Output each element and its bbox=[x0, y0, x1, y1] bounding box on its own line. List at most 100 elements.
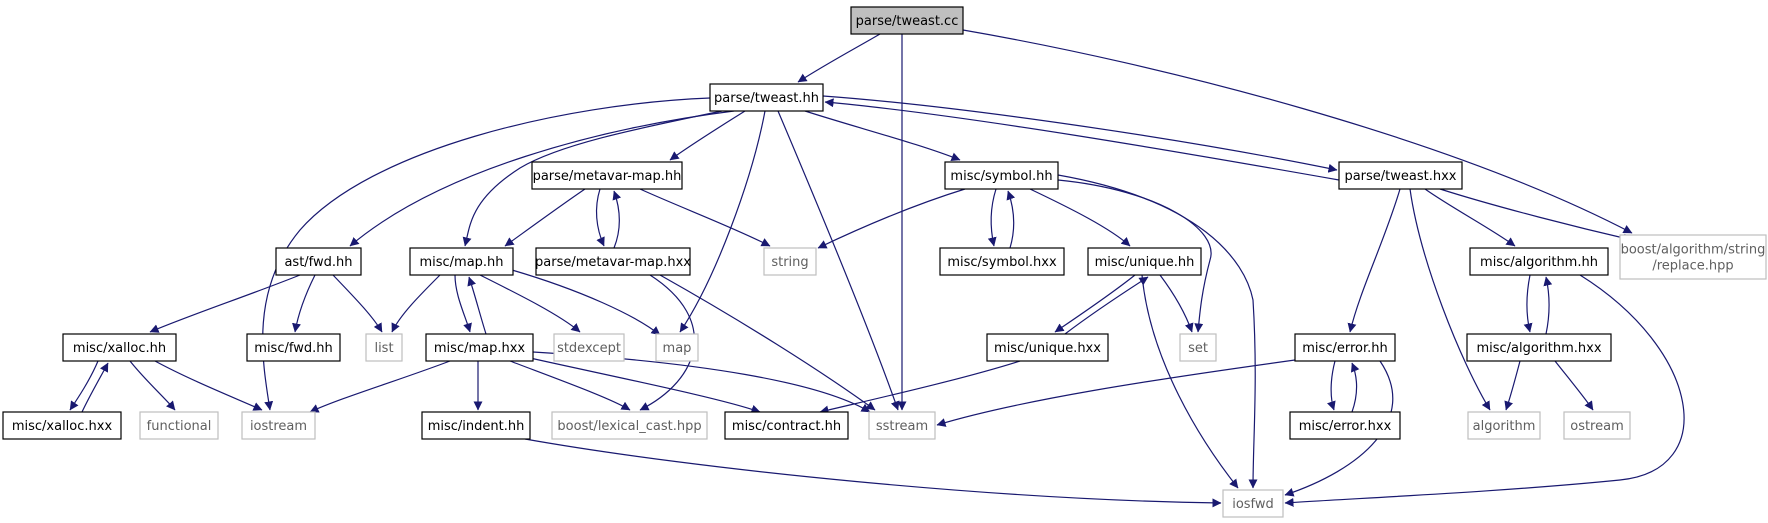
node-label: misc/map.hxx bbox=[434, 341, 526, 356]
node-box bbox=[868, 411, 936, 440]
node-label: stdexcept bbox=[557, 341, 621, 356]
node-label: misc/symbol.hxx bbox=[947, 255, 1057, 270]
node-map[interactable]: map bbox=[655, 333, 699, 362]
edge-metavar-hh-to-string bbox=[639, 188, 771, 247]
node-label: /replace.hpp bbox=[1652, 259, 1733, 274]
node-set[interactable]: set bbox=[1179, 333, 1217, 362]
edge-tweast-hxx-to-algorithm bbox=[1409, 188, 1491, 411]
node-tweast-hh[interactable]: parse/tweast.hh bbox=[709, 83, 824, 112]
node-box bbox=[1563, 411, 1631, 440]
edge-unique-hxx-to-unique-hh bbox=[1064, 276, 1149, 335]
node-box bbox=[2, 411, 122, 440]
node-map-hh[interactable]: misc/map.hh bbox=[409, 247, 514, 276]
edge-unique-hh-to-set bbox=[1159, 274, 1194, 333]
node-label: misc/xalloc.hxx bbox=[12, 419, 113, 434]
node-box bbox=[1467, 411, 1541, 440]
node-box bbox=[409, 247, 514, 276]
node-box bbox=[850, 6, 964, 35]
edge-xalloc-hh-to-xalloc-hxx bbox=[69, 360, 99, 411]
node-error-hh[interactable]: misc/error.hh bbox=[1294, 333, 1396, 362]
edge-algorithm-hh-to-iosfwd bbox=[1284, 274, 1685, 507]
node-ast-fwd[interactable]: ast/fwd.hh bbox=[275, 247, 362, 276]
node-box bbox=[944, 161, 1059, 190]
edge-tweast-hh-to-sstream bbox=[777, 110, 900, 411]
node-sstream[interactable]: sstream bbox=[868, 411, 936, 440]
node-ostream[interactable]: ostream bbox=[1563, 411, 1631, 440]
node-stdexcept[interactable]: stdexcept bbox=[553, 333, 625, 362]
edge-ast-fwd-to-xalloc-hh bbox=[149, 274, 301, 333]
node-unique-hxx[interactable]: misc/unique.hxx bbox=[986, 333, 1109, 362]
node-label: algorithm bbox=[1473, 419, 1536, 434]
node-lexical-cast[interactable]: boost/lexical_cast.hpp bbox=[551, 411, 708, 440]
edge-algorithm-hxx-to-algorithm-hh bbox=[1543, 276, 1553, 335]
node-iosfwd[interactable]: iosfwd bbox=[1222, 489, 1284, 518]
node-box bbox=[986, 333, 1109, 362]
node-symbol-hh[interactable]: misc/symbol.hh bbox=[944, 161, 1059, 190]
node-label: parse/metavar-map.hxx bbox=[535, 255, 691, 270]
node-metavar-hh[interactable]: parse/metavar-map.hh bbox=[531, 161, 683, 190]
node-algorithm[interactable]: algorithm bbox=[1467, 411, 1541, 440]
node-contract-hh[interactable]: misc/contract.hh bbox=[724, 411, 849, 440]
edge-symbol-hxx-to-symbol-hh bbox=[1006, 190, 1016, 249]
node-algorithm-hh[interactable]: misc/algorithm.hh bbox=[1469, 247, 1609, 276]
edge-metavar-hh-to-metavar-hxx bbox=[595, 188, 605, 247]
node-symbol-hxx[interactable]: misc/symbol.hxx bbox=[939, 247, 1065, 276]
node-label: list bbox=[374, 341, 393, 356]
node-map-hxx[interactable]: misc/map.hxx bbox=[425, 333, 534, 362]
edge-symbol-hh-to-iosfwd bbox=[1057, 174, 1258, 489]
node-box bbox=[655, 333, 699, 362]
node-functional[interactable]: functional bbox=[139, 411, 219, 440]
node-indent-hh[interactable]: misc/indent.hh bbox=[421, 411, 531, 440]
node-unique-hh[interactable]: misc/unique.hh bbox=[1087, 247, 1202, 276]
node-label: iosfwd bbox=[1232, 497, 1274, 512]
node-tweast-hxx[interactable]: parse/tweast.hxx bbox=[1338, 161, 1463, 190]
edge-map-hh-to-map-hxx bbox=[454, 274, 472, 333]
edge-map-hh-to-list bbox=[391, 274, 441, 333]
node-tweast-cc[interactable]: parse/tweast.cc bbox=[850, 6, 964, 35]
node-box bbox=[1469, 247, 1609, 276]
edge-tweast-hxx-to-error-hh bbox=[1347, 188, 1401, 333]
node-misc-fwd[interactable]: misc/fwd.hh bbox=[246, 333, 341, 362]
edges-layer bbox=[69, 29, 1685, 508]
node-label: misc/error.hxx bbox=[1299, 419, 1392, 434]
edge-xalloc-hxx-to-xalloc-hh bbox=[81, 362, 109, 413]
node-box bbox=[1466, 333, 1612, 362]
node-xalloc-hxx[interactable]: misc/xalloc.hxx bbox=[2, 411, 122, 440]
node-string[interactable]: string bbox=[763, 247, 817, 276]
edge-symbol-hh-to-unique-hh bbox=[1029, 188, 1131, 247]
node-label: misc/unique.hxx bbox=[994, 341, 1101, 356]
node-error-hxx[interactable]: misc/error.hxx bbox=[1289, 411, 1401, 440]
node-box bbox=[365, 333, 403, 362]
edge-map-hxx-to-iostream bbox=[309, 360, 451, 413]
node-label: iostream bbox=[250, 419, 307, 434]
node-box bbox=[1087, 247, 1202, 276]
nodes-layer: parse/tweast.cc parse/tweast.hh parse/meta… bbox=[2, 6, 1767, 518]
edge-xalloc-hh-to-functional bbox=[129, 360, 176, 411]
node-list[interactable]: list bbox=[365, 333, 403, 362]
edge-map-hxx-to-map-hh bbox=[467, 276, 487, 335]
node-label: parse/tweast.hxx bbox=[1344, 169, 1456, 184]
node-box bbox=[1338, 161, 1463, 190]
node-boost-replace[interactable]: boost/algorithm/string/replace.hpp bbox=[1619, 234, 1767, 280]
edge-tweast-cc-to-tweast-hh bbox=[797, 33, 881, 83]
node-iostream[interactable]: iostream bbox=[241, 411, 316, 440]
node-box bbox=[421, 411, 531, 440]
edge-tweast-hh-to-symbol-hh bbox=[804, 110, 961, 162]
node-box bbox=[1619, 234, 1767, 280]
edge-tweast-hh-to-tweast-hxx bbox=[822, 95, 1338, 173]
edge-tweast-hh-to-metavar-hh bbox=[669, 110, 746, 161]
node-label: misc/fwd.hh bbox=[254, 341, 332, 356]
edge-algorithm-hxx-to-algorithm bbox=[1504, 360, 1521, 411]
node-metavar-hxx[interactable]: parse/metavar-map.hxx bbox=[535, 247, 691, 276]
node-algorithm-hxx[interactable]: misc/algorithm.hxx bbox=[1466, 333, 1612, 362]
node-label: misc/error.hh bbox=[1302, 341, 1387, 356]
node-label: parse/metavar-map.hh bbox=[533, 169, 682, 184]
node-box bbox=[553, 333, 625, 362]
edge-unique-hxx-to-contract-hh bbox=[819, 360, 1021, 415]
edge-map-hxx-to-lexical-cast bbox=[509, 360, 631, 411]
node-label: misc/indent.hh bbox=[428, 419, 525, 434]
edge-algorithm-hxx-to-ostream bbox=[1554, 360, 1594, 411]
node-box bbox=[241, 411, 316, 440]
node-xalloc-hh[interactable]: misc/xalloc.hh bbox=[62, 333, 177, 362]
edge-error-hxx-to-error-hh bbox=[1350, 362, 1360, 413]
